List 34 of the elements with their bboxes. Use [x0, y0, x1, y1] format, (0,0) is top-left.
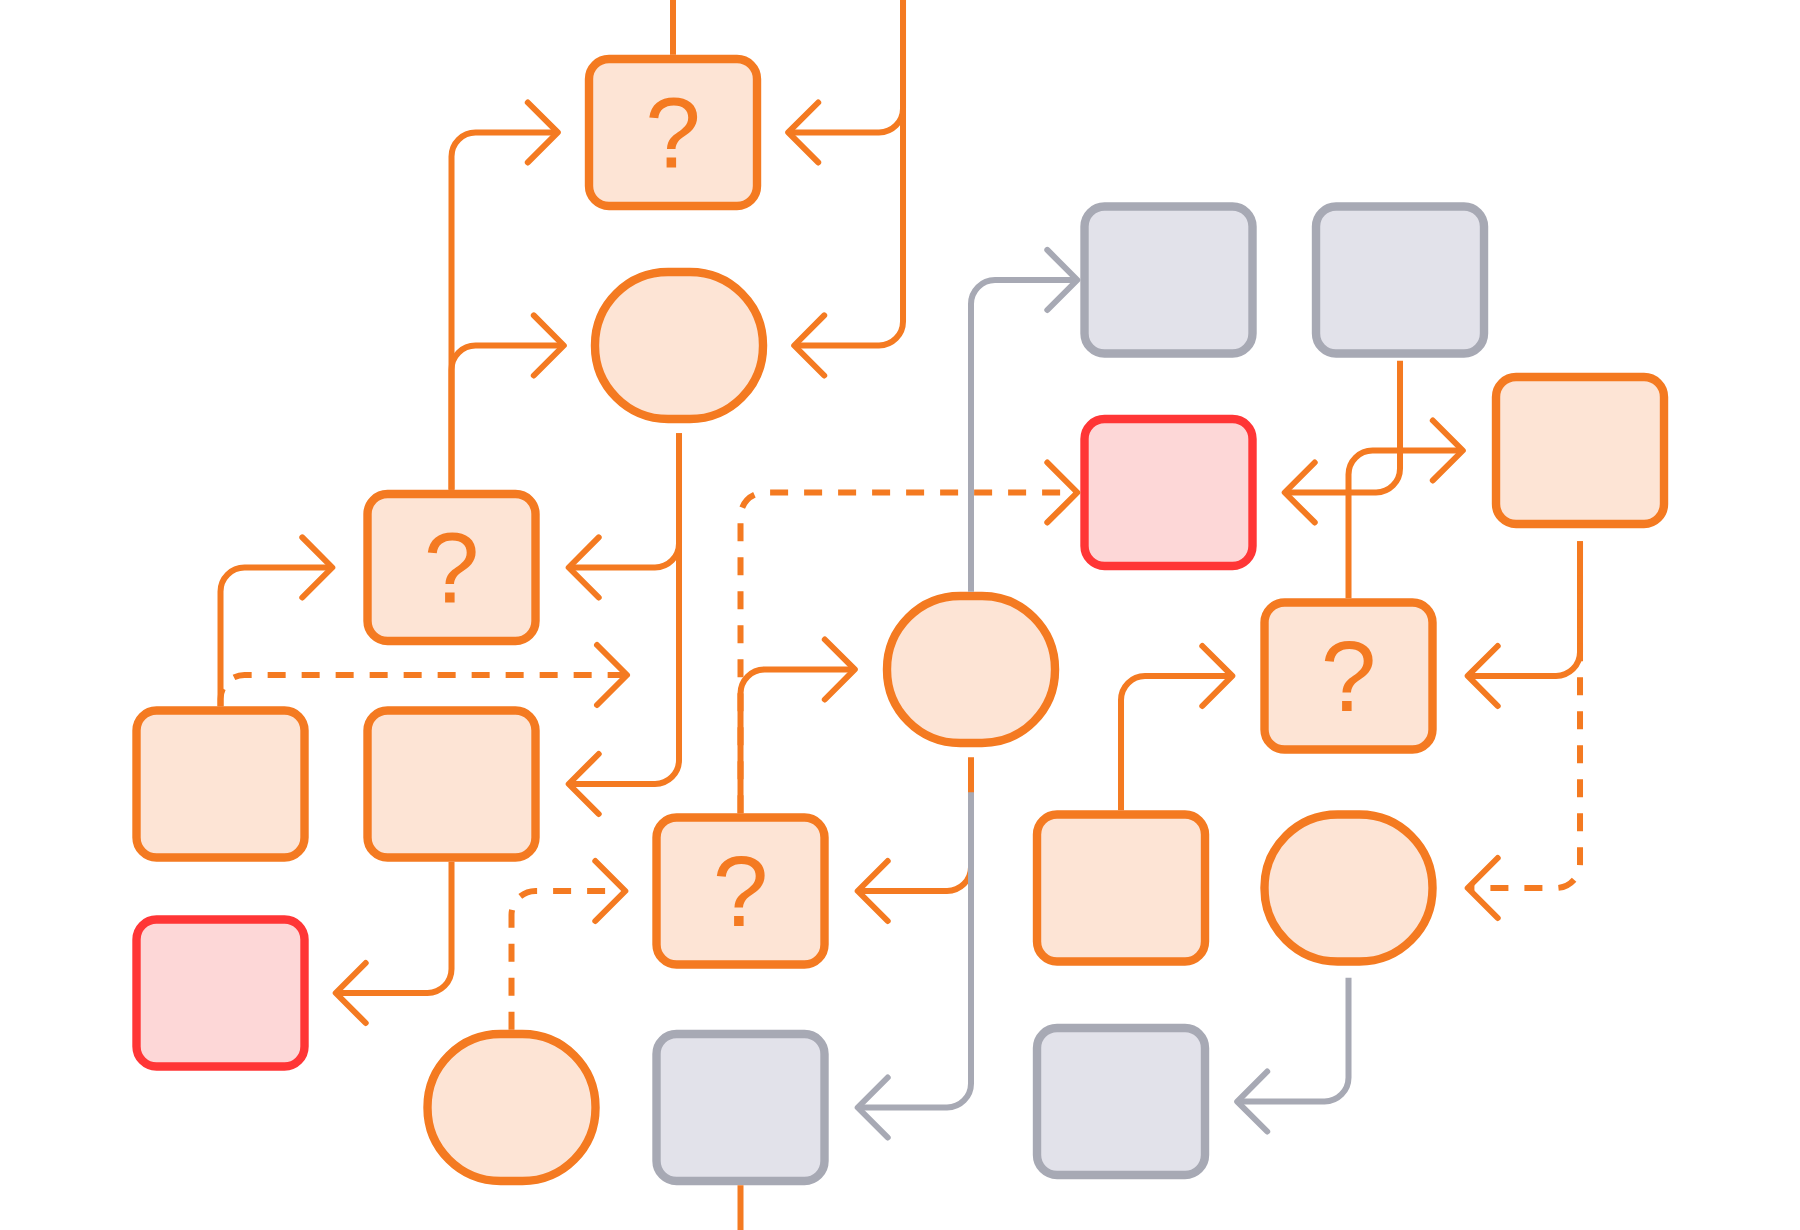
process-box — [1080, 414, 1257, 571]
question-box: ? — [363, 489, 540, 646]
process-box — [132, 915, 309, 1071]
arrow — [448, 312, 567, 490]
arrow — [791, 0, 906, 379]
connector-line — [670, 0, 676, 55]
question-box: ? — [1260, 598, 1437, 754]
dashed-arrow — [1464, 541, 1583, 921]
process-box — [1032, 1023, 1210, 1180]
process-box — [652, 1029, 829, 1186]
arrow — [1118, 643, 1236, 811]
arrow — [737, 636, 858, 814]
connector-line — [737, 1185, 744, 1230]
question-box: ? — [652, 813, 829, 969]
process-box — [363, 706, 540, 862]
arrow — [1345, 417, 1466, 599]
dashed-arrow — [508, 858, 629, 1030]
terminator-shape — [1260, 810, 1437, 966]
arrow — [1281, 360, 1403, 526]
terminator-shape — [590, 267, 768, 424]
process-box — [1032, 810, 1210, 966]
dashed-arrow — [217, 642, 630, 708]
terminator-shape — [423, 1029, 600, 1186]
process-box — [1311, 202, 1489, 358]
process-box — [1491, 372, 1669, 529]
process-box — [132, 706, 309, 862]
arrow — [968, 247, 1081, 592]
terminator-shape — [882, 591, 1060, 748]
arrow — [1234, 977, 1352, 1135]
arrow — [565, 433, 682, 817]
arrow — [854, 792, 974, 1141]
arrow — [332, 861, 455, 1026]
process-box — [1080, 202, 1257, 358]
question-box: ? — [584, 54, 762, 211]
